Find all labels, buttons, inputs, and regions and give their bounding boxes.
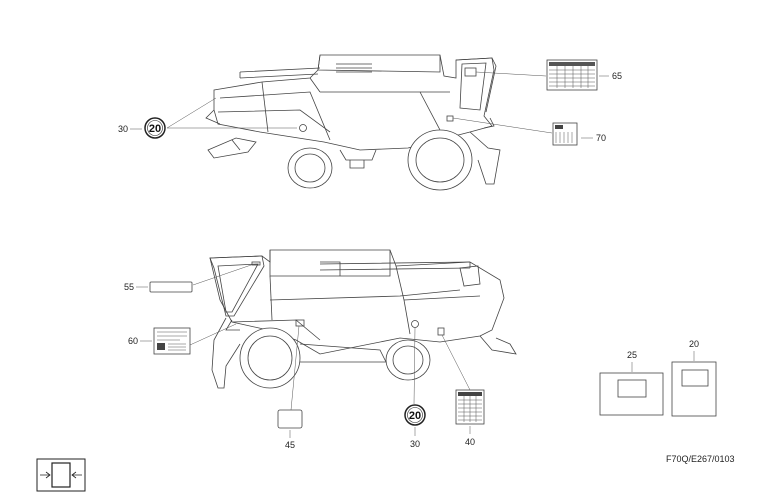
speed-sign-decal-top: 20	[144, 117, 166, 139]
leader-lines-top	[166, 71, 553, 134]
speed-sign-value-bottom: 20	[409, 410, 421, 422]
callout-55-label: 55	[124, 282, 134, 292]
decal-60: 60	[128, 327, 191, 355]
decal-40: 40	[455, 389, 485, 447]
callout-60-label: 60	[128, 336, 138, 346]
decal-25: 25	[599, 350, 664, 416]
callout-30-bottom-label: 30	[410, 439, 420, 449]
page-navigation-icon[interactable]	[36, 458, 86, 492]
callout-25-label: 25	[627, 350, 637, 360]
decal-45: 45	[277, 409, 303, 450]
drawing-reference: F70Q/E267/0103	[666, 454, 735, 464]
combine-side-view-top	[205, 54, 501, 191]
decal-55: 55	[124, 281, 193, 293]
decal-20: 20	[671, 339, 717, 417]
callout-40-label: 40	[465, 437, 475, 447]
callout-70-label: 70	[596, 133, 606, 143]
leader-lines-bottom	[189, 263, 471, 411]
decal-70: 70	[552, 122, 606, 146]
speed-sign-value-top: 20	[149, 123, 161, 135]
callout-30-top: 30 20	[118, 117, 166, 139]
callout-30-top-label: 30	[118, 124, 128, 134]
combine-side-view-bottom	[209, 249, 517, 389]
callout-65-label: 65	[612, 71, 622, 81]
callout-45-label: 45	[285, 440, 295, 450]
callout-20-label: 20	[689, 339, 699, 349]
speed-sign-decal-bottom: 20	[404, 404, 426, 426]
decal-65: 65	[546, 59, 622, 91]
callout-30-bottom: 20 30	[404, 404, 426, 449]
